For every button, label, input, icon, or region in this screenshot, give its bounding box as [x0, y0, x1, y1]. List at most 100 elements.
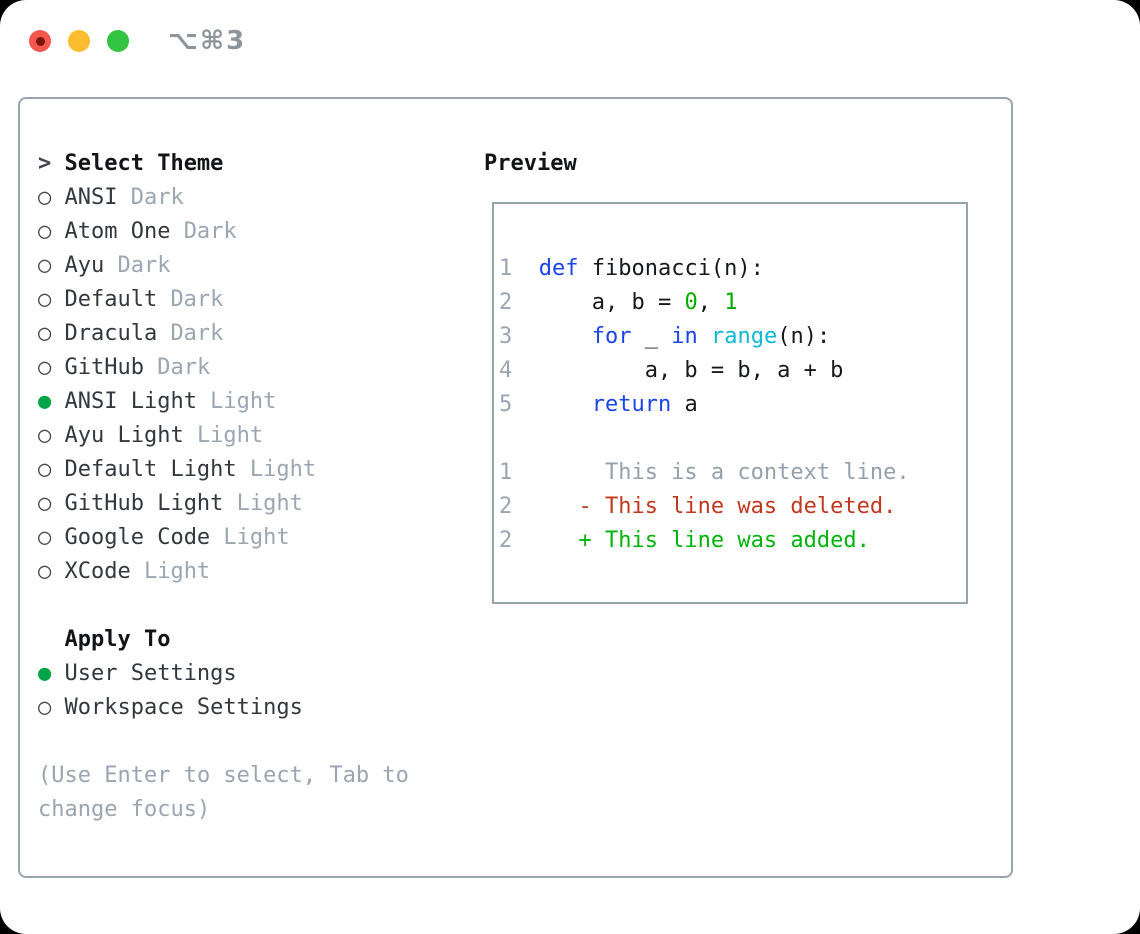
- theme-option[interactable]: ○ Ayu Dark: [38, 249, 484, 283]
- code-token: a: [671, 392, 698, 417]
- theme-option[interactable]: ○ ANSI Dark: [38, 181, 484, 215]
- radio-icon: ○: [38, 695, 52, 720]
- spacer: [499, 422, 966, 456]
- minimize-button[interactable]: [68, 30, 90, 52]
- diff-text: This is a context line.: [604, 460, 910, 485]
- radio-icon: ○: [38, 559, 52, 584]
- line-number: 2: [499, 494, 513, 519]
- code-block: 1 def fibonacci(n): 2 a, b = 0, 1 3 for _ i…: [499, 252, 966, 422]
- zoom-button[interactable]: [107, 30, 129, 52]
- code-token: (n):: [777, 324, 831, 349]
- theme-name: Google Code: [64, 525, 211, 550]
- theme-option[interactable]: ○ GitHub Dark: [38, 351, 484, 385]
- select-theme-header: >Select Theme: [38, 147, 484, 181]
- code-token: ,: [697, 290, 725, 315]
- line-number: 2: [499, 528, 513, 553]
- apply-to-header: Apply To: [38, 623, 484, 657]
- theme-variant: Dark: [157, 355, 211, 380]
- radio-icon: ○: [38, 525, 52, 550]
- code-token: return: [591, 392, 672, 417]
- preview-box: 1 def fibonacci(n): 2 a, b = 0, 1 3 for _ i…: [492, 202, 968, 604]
- theme-variant: Light: [196, 423, 264, 448]
- code-line: 1 def fibonacci(n):: [499, 252, 966, 286]
- code-token: [698, 324, 711, 349]
- line-number: 5: [499, 392, 513, 417]
- apply-to-list: ● User Settings ○ Workspace Settings: [38, 657, 484, 725]
- line-number: 2: [499, 290, 513, 315]
- theme-option[interactable]: ○ Dracula Dark: [38, 317, 484, 351]
- radio-icon: ○: [38, 423, 52, 448]
- theme-variant: Dark: [183, 219, 237, 244]
- theme-variant: Dark: [130, 185, 184, 210]
- theme-variant: Light: [249, 457, 317, 482]
- theme-variant: Dark: [117, 253, 171, 278]
- line-number: 4: [499, 358, 513, 383]
- radio-icon: ○: [38, 287, 52, 312]
- theme-name: GitHub: [64, 355, 144, 380]
- theme-variant: Light: [210, 389, 277, 414]
- line-number: 1: [499, 460, 513, 485]
- diff-text: This line was deleted.: [604, 494, 897, 519]
- code-token: 1: [724, 290, 738, 315]
- code-token: range: [710, 324, 778, 349]
- radio-icon: ○: [38, 355, 52, 380]
- theme-name: Ayu: [64, 253, 105, 278]
- apply-to-label: Workspace Settings: [64, 695, 303, 720]
- diff-line: 1 This is a context line.: [499, 456, 966, 490]
- radio-icon: ○: [38, 491, 52, 516]
- apply-to-option[interactable]: ○ Workspace Settings: [38, 691, 484, 725]
- theme-variant: Dark: [170, 321, 224, 346]
- line-number: 1: [499, 256, 513, 281]
- theme-name: ANSI: [64, 185, 118, 210]
- code-token: in: [671, 324, 698, 349]
- code-line: 5 return a: [499, 388, 966, 422]
- code-token: _: [631, 324, 672, 349]
- radio-icon: ○: [38, 185, 52, 210]
- theme-name: Ayu Light: [64, 423, 184, 448]
- theme-name: Default Light: [64, 457, 237, 482]
- code-token: fibonacci(n):: [578, 256, 764, 281]
- focus-caret-icon: >: [38, 151, 52, 176]
- diff-text: This line was added.: [604, 528, 870, 553]
- theme-name: Dracula: [64, 321, 158, 346]
- theme-option[interactable]: ● ANSI Light Light: [38, 385, 484, 419]
- theme-variant: Light: [236, 491, 303, 516]
- close-button[interactable]: [29, 30, 51, 52]
- code-token: def: [538, 256, 579, 281]
- code-token: a, b = b, a + b: [538, 358, 844, 383]
- theme-name: ANSI Light: [64, 389, 197, 414]
- theme-variant: Dark: [170, 287, 224, 312]
- titlebar: ⌥⌘3: [29, 26, 246, 56]
- code-token: [539, 324, 592, 349]
- code-token: for: [591, 324, 632, 349]
- diff-block: 1 This is a context line. 2 -This line was…: [499, 456, 966, 558]
- radio-icon: ○: [38, 253, 52, 278]
- radio-icon: ●: [38, 389, 52, 414]
- line-number: 3: [499, 324, 513, 349]
- theme-variant: Light: [143, 559, 211, 584]
- diff-marker-icon: +: [578, 528, 592, 553]
- code-token: [539, 392, 592, 417]
- code-line: 2 a, b = 0, 1: [499, 286, 966, 320]
- code-token: 0: [684, 290, 698, 315]
- theme-option[interactable]: ○ Ayu Light Light: [38, 419, 484, 453]
- apply-to-option[interactable]: ● User Settings: [38, 657, 484, 691]
- radio-icon: ●: [38, 661, 52, 686]
- code-line: 4 a, b = b, a + b: [499, 354, 966, 388]
- diff-marker-icon: -: [578, 494, 592, 519]
- spacer: [38, 589, 484, 623]
- radio-icon: ○: [38, 321, 52, 346]
- theme-name: Atom One: [64, 219, 171, 244]
- diff-line: 2 -This line was deleted.: [499, 490, 966, 524]
- apply-to-label: User Settings: [64, 661, 237, 686]
